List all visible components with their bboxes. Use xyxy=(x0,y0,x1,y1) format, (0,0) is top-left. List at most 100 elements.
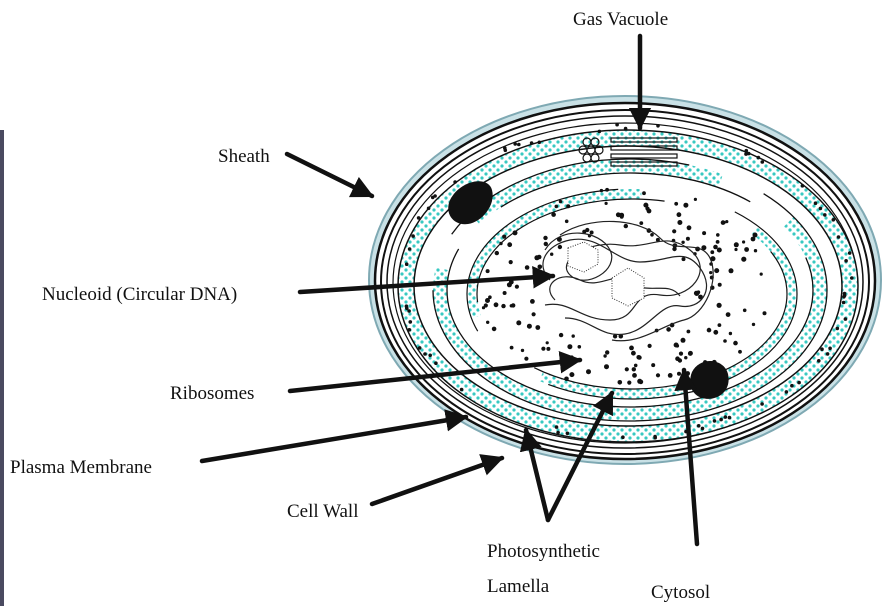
ribosome-dot xyxy=(434,361,438,365)
ribosome-dot xyxy=(817,359,821,363)
ribosome-dot xyxy=(721,220,726,225)
ribosome-dot xyxy=(710,250,714,254)
ribosome-dot xyxy=(747,152,751,156)
ribosome-dot xyxy=(674,202,678,206)
ribosome-dot xyxy=(713,330,718,335)
ribosome-dot xyxy=(618,380,623,385)
ribosome-dot xyxy=(555,205,559,209)
ribosome-dot xyxy=(729,268,734,273)
ribosome-dot xyxy=(733,341,738,346)
ribosome-dot xyxy=(538,141,542,145)
ribosome-dot xyxy=(409,320,413,324)
ribosome-dot xyxy=(509,260,513,264)
ribosome-dot xyxy=(651,363,655,367)
ribosome-dot xyxy=(605,350,609,354)
ribosome-dot xyxy=(411,234,415,238)
ribosome-dot xyxy=(674,343,679,348)
ribosome-dot xyxy=(681,338,686,343)
ribosome-dot xyxy=(677,372,681,376)
ribosome-dot xyxy=(719,418,723,422)
ribosome-dot xyxy=(486,321,489,324)
ribosome-dot xyxy=(826,352,830,356)
ribosome-dot xyxy=(624,224,628,228)
ribosome-dot xyxy=(616,212,621,217)
ribosome-dot xyxy=(709,271,712,274)
ribosome-dot xyxy=(428,354,432,358)
granule-lower-right xyxy=(690,361,728,399)
ribosome-dot xyxy=(453,180,457,184)
ribosome-dot xyxy=(723,339,727,343)
ribosome-dot xyxy=(687,330,691,334)
ribosome-dot xyxy=(407,309,411,313)
ribosome-dot xyxy=(558,245,562,249)
ribosome-dot xyxy=(408,328,412,332)
ribosome-dot xyxy=(701,427,705,431)
ribosome-dot xyxy=(790,384,794,388)
ribosome-dot xyxy=(814,201,818,205)
ribosome-dot xyxy=(510,346,514,350)
ribosome-dot xyxy=(492,327,497,332)
ribosome-dot xyxy=(648,344,652,348)
ribosome-dot xyxy=(629,346,634,351)
ribosome-dot xyxy=(718,283,722,287)
ribosome-dot xyxy=(570,355,574,359)
ribosome-dot xyxy=(645,207,649,211)
ribosome-dot xyxy=(621,435,625,439)
ribosome-dot xyxy=(565,220,569,224)
ribosome-dot xyxy=(590,231,594,235)
ribosome-dot xyxy=(819,207,823,211)
ribosome-dot xyxy=(504,149,508,153)
ribosome-dot xyxy=(684,356,687,359)
ribosome-dot xyxy=(546,347,550,351)
ribosome-dot xyxy=(544,242,548,246)
ribosome-dot xyxy=(843,292,847,296)
ribosome-dot xyxy=(656,373,660,377)
page-edge-bar xyxy=(0,130,4,606)
label-sheath: Sheath xyxy=(218,146,270,167)
ribosome-dot xyxy=(569,372,574,377)
ribosome-dot xyxy=(679,352,683,356)
ribosome-dot xyxy=(431,196,435,200)
ribosome-dot xyxy=(604,364,609,369)
ribosome-dot xyxy=(686,237,690,241)
label-nucleoid: Nucleoid (Circular DNA) xyxy=(42,284,237,305)
ribosome-dot xyxy=(572,334,575,337)
ribosome-dot xyxy=(502,235,506,239)
label-cell-wall: Cell Wall xyxy=(287,501,358,522)
ribosome-dot xyxy=(605,188,609,192)
arrow-plasma-membrane xyxy=(202,417,466,461)
ribosome-dot xyxy=(418,346,422,350)
ribosome-dot xyxy=(525,265,530,270)
ribosome-dot xyxy=(527,324,532,329)
label-gas-vacuole: Gas Vacuole xyxy=(573,9,668,30)
ribosome-dot xyxy=(745,149,749,153)
ribosome-dot xyxy=(681,241,684,244)
ribosome-dot xyxy=(631,351,636,356)
ribosome-dot xyxy=(682,257,686,261)
ribosome-dot xyxy=(713,245,718,250)
ribosome-dot xyxy=(494,302,499,307)
ribosome-dot xyxy=(546,341,549,344)
ribosome-dot xyxy=(713,419,717,423)
ribosome-dot xyxy=(632,373,637,378)
ribosome-dot xyxy=(530,141,534,145)
ribosome-dot xyxy=(797,381,801,385)
ribosome-dot xyxy=(832,218,836,222)
ribosome-dot xyxy=(707,328,712,333)
ribosome-dot xyxy=(683,203,688,208)
ribosome-dot xyxy=(828,347,832,351)
ribosome-dot xyxy=(627,381,631,385)
ribosome-dot xyxy=(724,415,728,419)
ribosome-dot xyxy=(837,235,841,239)
ribosome-dot xyxy=(634,364,638,368)
ribosome-dot xyxy=(541,347,545,351)
ribosome-dot xyxy=(697,424,701,428)
ribosome-dot xyxy=(716,240,720,244)
ribosome-dot xyxy=(551,212,556,217)
ribosome-dot xyxy=(495,251,499,255)
ribosome-dot xyxy=(734,248,737,251)
ribosome-dot xyxy=(738,350,742,354)
ribosome-dot xyxy=(532,312,536,316)
ribosome-dot xyxy=(486,269,490,273)
